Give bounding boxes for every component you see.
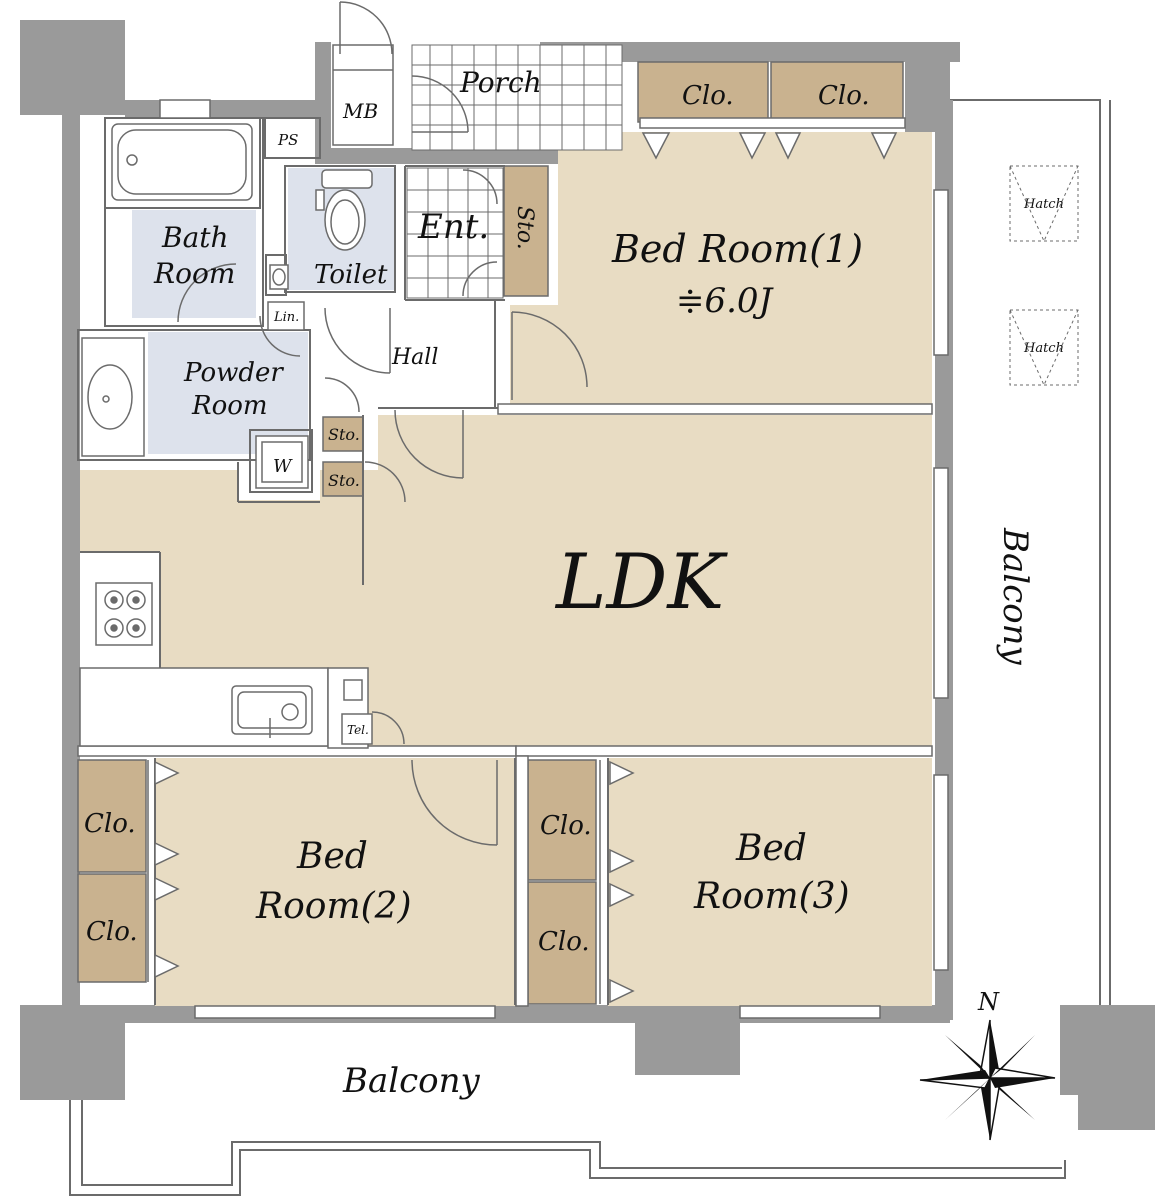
storage-entrance	[503, 165, 549, 297]
closet-door-markers	[147, 132, 898, 1004]
closet-label-bed2-2: Clo.	[86, 917, 138, 947]
toilet-icon	[315, 169, 373, 251]
north-label: N	[977, 988, 1000, 1016]
bath-label-line2: Room	[153, 257, 235, 290]
windows	[159, 99, 949, 1019]
tel-label: Tel.	[347, 723, 369, 737]
closet-bed2-upper	[77, 759, 147, 873]
bedroom3-label-line1: Bed	[735, 828, 807, 869]
partitions	[77, 403, 933, 1007]
entrance-tiles	[406, 167, 504, 299]
bedroom1-alcove	[510, 305, 560, 407]
closet-top-2	[770, 61, 904, 123]
lin-label: Lin.	[273, 310, 299, 325]
closet-label-bed3-1: Clo.	[540, 811, 592, 841]
stove-icon	[95, 582, 153, 646]
bath-label-line1: Bath	[161, 221, 229, 254]
hatch-label-1: Hatch	[1023, 197, 1064, 212]
closet-bed2-lower	[77, 873, 147, 983]
tel-box	[341, 713, 373, 745]
sto-label-2: Sto.	[328, 471, 360, 490]
hall-label: Hall	[391, 345, 438, 370]
bedroom3-label-line2: Room(3)	[693, 876, 850, 917]
washer-icon	[255, 435, 309, 489]
small-sink-icon	[269, 264, 289, 290]
closets	[77, 61, 904, 1005]
bedroom2-label-line2: Room(2)	[255, 886, 412, 927]
kitchen-counter	[79, 667, 369, 749]
bedroom2-label-line1: Bed	[296, 836, 368, 877]
room-fills	[80, 132, 932, 1006]
toilet-label: Toilet	[314, 260, 388, 290]
powder-label-line2: Room	[191, 391, 268, 421]
ps-label: PS	[277, 131, 298, 149]
compass-icon	[919, 1019, 1056, 1141]
powder-label-line1: Powder	[183, 358, 284, 388]
bedroom1-floor	[558, 132, 932, 407]
closet-label-top-2: Clo.	[818, 81, 870, 111]
bedroom3-floor	[608, 758, 932, 1006]
ldk-label: LDK	[554, 537, 728, 626]
storage-small-1	[322, 416, 364, 452]
storage-small-2	[322, 461, 364, 497]
washer-label: W	[273, 456, 293, 477]
sto-label-entrance: Sto.	[512, 206, 537, 250]
balcony-label-bottom: Balcony	[342, 1061, 481, 1101]
closet-top-1	[637, 61, 769, 123]
closet-label-bed2-1: Clo.	[84, 809, 136, 839]
door-swing-icon	[177, 1, 588, 846]
ent-label: Ent.	[417, 207, 489, 247]
sink-icon	[81, 337, 145, 457]
hatch-icons	[1009, 165, 1079, 387]
porch-label: Porch	[459, 66, 542, 99]
bedroom1-name: Bed Room(1)	[611, 227, 863, 271]
bedroom1-size: ≑6.0J	[676, 281, 775, 321]
ldk-floor	[80, 415, 932, 748]
closet-label-bed3-2: Clo.	[538, 927, 590, 957]
balcony-label-side: Balcony	[995, 527, 1035, 666]
sto-label-1: Sto.	[328, 425, 360, 444]
closet-label-top-1: Clo.	[682, 81, 734, 111]
kitchen-sink-icon	[231, 679, 363, 738]
closet-bed3-upper	[527, 759, 597, 881]
mb-label: MB	[342, 99, 378, 123]
hatch-label-2: Hatch	[1023, 341, 1064, 356]
bedroom2-floor	[155, 758, 515, 1006]
bathtub-icon	[111, 123, 253, 201]
balcony-outline	[69, 99, 1111, 1196]
closet-bed3-lower	[527, 881, 597, 1005]
labels: Porch MB PS Clo. Clo. Bath Room Toilet E…	[84, 66, 1064, 1101]
